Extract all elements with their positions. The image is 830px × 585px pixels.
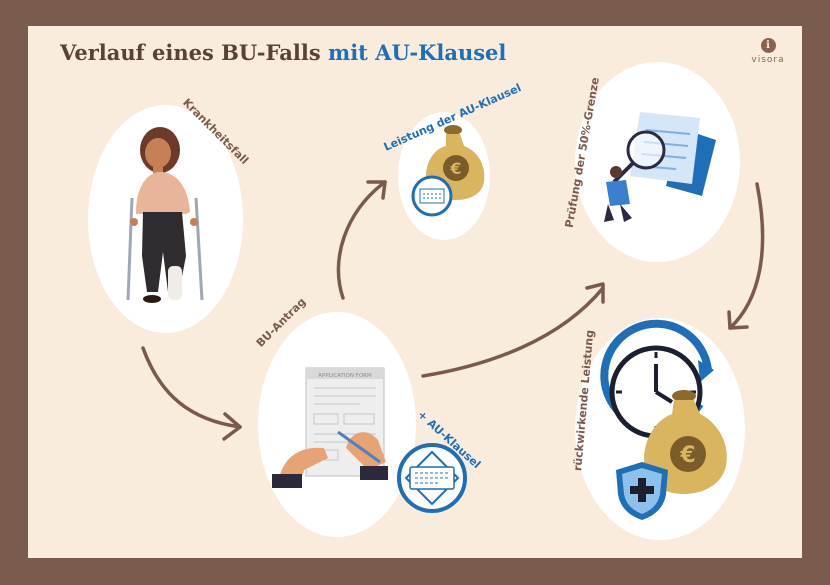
logo-name: visora	[751, 55, 785, 65]
brand-logo: i visora	[748, 38, 788, 65]
logo-icon: i	[760, 38, 776, 53]
svg-text:€: €	[449, 159, 461, 178]
form-title: APPLICATION FORM	[318, 373, 372, 379]
application-form-illustration: APPLICATION FORM	[272, 367, 388, 488]
arrow-application-to-check	[421, 286, 605, 378]
retro-benefit-illustration: €	[600, 319, 727, 520]
arrow-application-to-benefit	[336, 180, 387, 300]
arrow-check-to-retro-head	[727, 310, 749, 330]
arrow-illness-to-application	[141, 346, 242, 429]
au-clause-badge	[397, 443, 467, 513]
sick-woman-illustration	[126, 127, 204, 303]
svg-text:€: €	[679, 443, 695, 468]
arrow-application-to-check-head	[585, 282, 605, 304]
arrow-application-to-benefit-head	[366, 180, 387, 200]
title-accent: mit AU-Klausel	[327, 40, 507, 65]
benefit-money-bag-illustration: €	[411, 125, 485, 217]
page-title: Verlauf eines BU-Falls mit AU-Klausel	[60, 40, 506, 65]
arrow-illness-to-application-head	[222, 412, 242, 441]
arrow-check-to-retro	[728, 182, 765, 330]
check-illustration	[604, 112, 716, 222]
title-main: Verlauf eines BU-Falls	[60, 40, 321, 65]
